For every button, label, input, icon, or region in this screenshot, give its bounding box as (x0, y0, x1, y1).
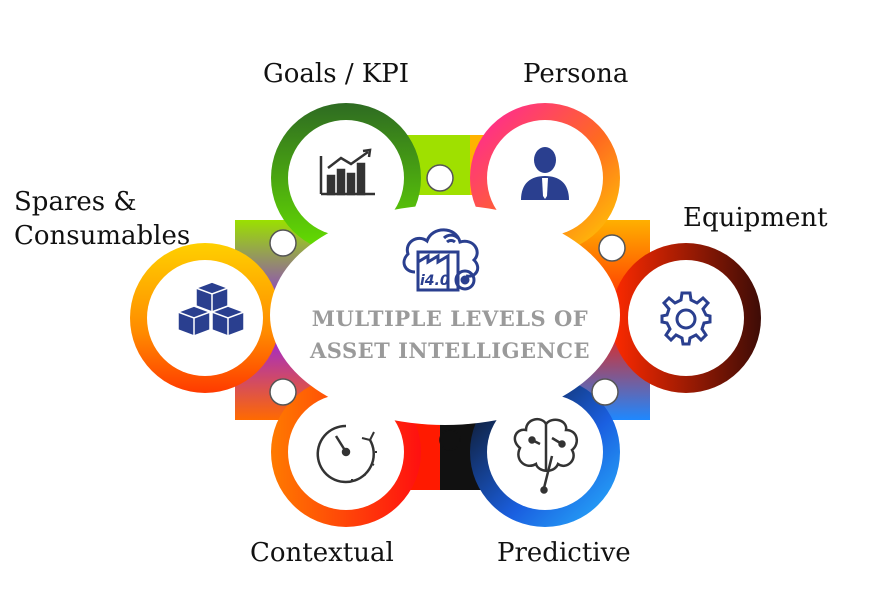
center-title-line-2: ASSET INTELLIGENCE (310, 338, 590, 363)
label-spares-line-2: Consumables (14, 221, 191, 251)
boxes-icon (177, 281, 245, 337)
person-icon (521, 147, 569, 200)
center-blob (270, 205, 620, 425)
clock-icon (316, 424, 377, 484)
connector-dots (269, 164, 626, 451)
label-predictive: Predictive (497, 538, 631, 568)
i40-badge-text: i4.0 (420, 273, 450, 289)
label-equipment: Equipment (683, 203, 828, 233)
label-persona: Persona (523, 59, 629, 89)
label-goals-kpi: Goals / KPI (263, 59, 410, 89)
goals-disc (288, 120, 404, 236)
bar-chart-icon (319, 148, 375, 196)
gear-icon (660, 291, 712, 346)
center-title-line-1: MULTIPLE LEVELS OF (311, 306, 589, 331)
equipment-disc (628, 260, 744, 376)
label-contextual: Contextual (250, 538, 394, 568)
brain-icon (513, 417, 579, 494)
i40-cloud-icon (402, 228, 480, 292)
label-spares-line-1: Spares & (14, 187, 137, 217)
